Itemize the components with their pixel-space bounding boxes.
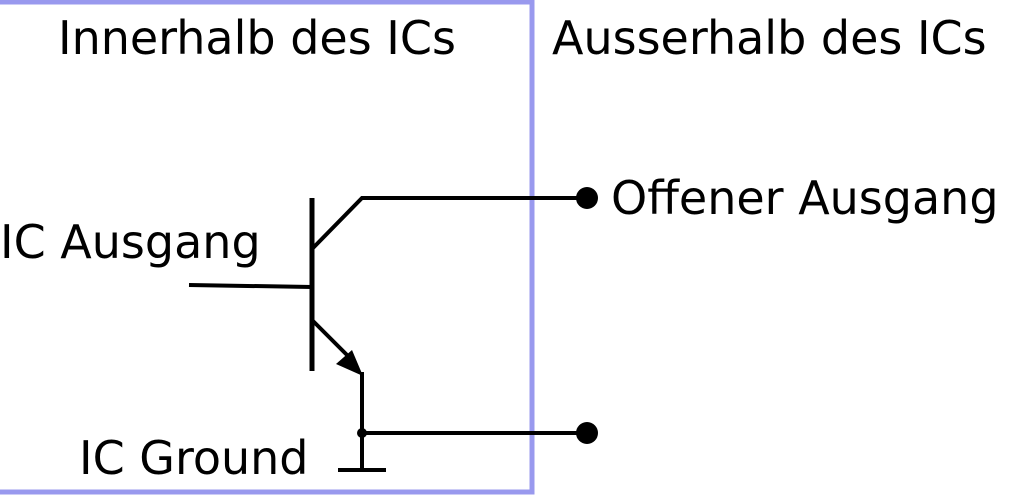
open-output-label: Offener Ausgang (611, 171, 999, 225)
emitter-arrow (336, 350, 363, 376)
base-input-wire (188, 283, 313, 289)
inside-ic-label: Innerhalb des ICs (58, 11, 456, 65)
ic-output-label: IC Ausgang (0, 215, 261, 269)
ic-boundary (0, 0, 535, 495)
ground-junction-dot (357, 428, 367, 438)
emitter-wire (311, 319, 351, 359)
ground-terminal (576, 422, 598, 444)
outside-ic-label: Ausserhalb des ICs (552, 11, 987, 65)
collector-wire (311, 196, 588, 250)
ic-ground-label: IC Ground (79, 431, 309, 485)
npn-transistor (188, 196, 588, 470)
open-output-terminal (576, 187, 598, 209)
